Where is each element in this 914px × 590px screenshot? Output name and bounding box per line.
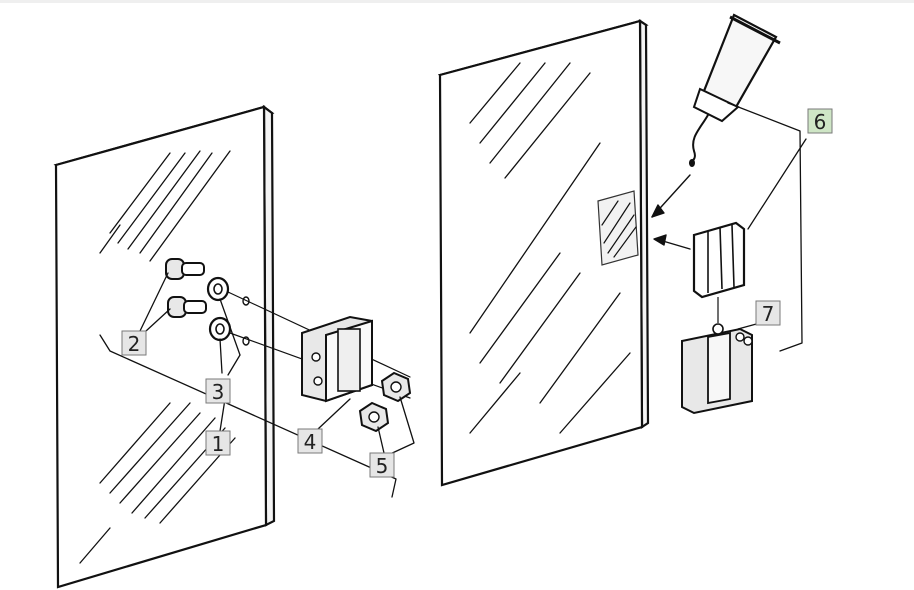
hinge-pad-icon [692,221,746,323]
callout-box [205,430,231,456]
callout-2: 2 [121,330,147,356]
callout-5: 5 [369,452,395,478]
callout-label: 4 [304,430,317,454]
callout-label: 6 [814,110,827,134]
callout-label: 1 [212,432,225,456]
callout-box [121,330,147,356]
callout-box [297,428,323,454]
callout-box [755,300,781,326]
hinge-bracket-icon [301,315,373,403]
hinge-block-icon [681,323,753,415]
callout-1: 1 [205,430,231,456]
adhesive-tube-icon [689,13,781,167]
callout-label: 5 [376,454,389,478]
right-glass-panel-icon [437,18,650,487]
left-glass-panel-icon [53,104,276,589]
bolt-icon [165,258,207,318]
callout-box [205,378,231,404]
callout-box [369,452,395,478]
nut-icon [358,371,412,433]
callout-4: 4 [297,428,323,454]
assembly-arrows [651,174,691,250]
callout-6: 6 [807,108,833,134]
callout-label: 7 [762,302,775,326]
callout-box-highlighted [807,108,833,134]
exploded-hinge-diagram: 1 2 3 4 5 6 7 [53,13,833,589]
callout-7: 7 [755,300,781,326]
callout-3: 3 [205,378,231,404]
callout-label: 3 [212,380,225,404]
adhesive-area-icon [597,190,639,266]
leader-lines [99,102,807,498]
callout-label: 2 [128,332,141,356]
